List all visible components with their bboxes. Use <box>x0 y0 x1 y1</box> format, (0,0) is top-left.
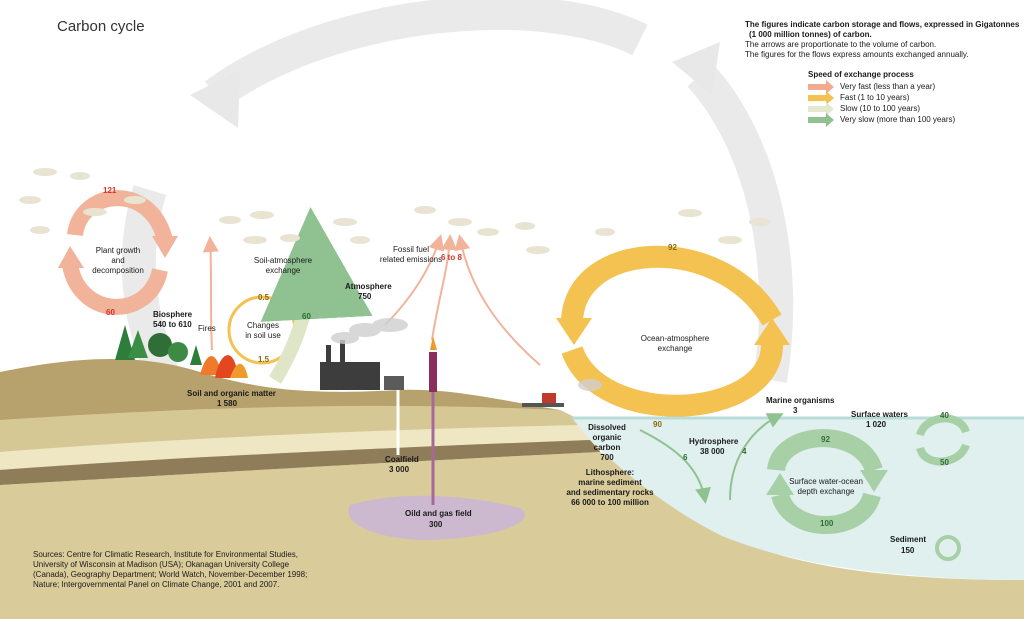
legend-title: Speed of exchange process <box>808 70 914 79</box>
sediment-cycle <box>935 535 961 561</box>
deep-arrow-head-2 <box>766 473 794 495</box>
slow-arrow-head-right <box>672 42 720 95</box>
ocean-atmosphere-cycle <box>560 245 783 417</box>
ocean <box>572 418 1024 580</box>
coalfield-label: Coalfield <box>385 455 419 464</box>
oil-gas-label: Oild and gas field <box>405 509 472 518</box>
page-title: Carbon cycle <box>57 18 145 35</box>
flow-deep-bottom: 100 <box>820 519 834 528</box>
surface-deep-label: Surface water-ocean depth exchange <box>789 477 863 496</box>
marine-value: 3 <box>793 406 798 415</box>
changes-soil-label: Changes in soil use <box>245 321 281 340</box>
biosphere-value: 540 to 610 <box>153 320 192 329</box>
road <box>522 403 564 407</box>
intro-line-3: The arrows are proportionate to the volu… <box>745 40 937 49</box>
soil-organic-value: 1 580 <box>217 399 238 408</box>
legend-item-very-fast: Very fast (less than a year) <box>840 82 936 91</box>
slow-arrow-head-left <box>190 70 240 128</box>
car <box>542 393 556 403</box>
sources-line-4: Nature; Intergovernmental Panel on Clima… <box>33 580 280 589</box>
legend-item-fast: Fast (1 to 10 years) <box>840 93 910 102</box>
intro-line-1: The figures indicate carbon storage and … <box>745 20 1020 29</box>
oil-gas-value: 300 <box>429 520 443 529</box>
flow-hydro-right: 4 <box>742 447 747 456</box>
dark-layer <box>0 440 600 485</box>
plant-growth-label: Plant growth and decomposition <box>92 246 144 275</box>
dissolved-carbon-label: Dissolved organic carbon 700 <box>588 423 626 462</box>
intro-line-2: (1 000 million tonnes) of carbon. <box>749 30 872 39</box>
ocean-arrow-head-1 <box>556 318 592 345</box>
plant-cycle-arrows <box>62 190 173 315</box>
flow-soil-top: 0.5 <box>258 293 270 302</box>
marine-organisms-label: Marine organisms <box>766 396 835 405</box>
biosphere-label: Biosphere <box>153 310 193 319</box>
soil-atmosphere-label: Soil-atmosphere exchange <box>253 256 313 275</box>
flow-soil-bottom: 1.5 <box>258 355 270 364</box>
flow-soil-atmosphere: 60 <box>302 312 311 321</box>
sources-line-2: University of Wisconsin at Madison (USA)… <box>33 560 290 569</box>
plant-arrow-head-2 <box>58 246 84 268</box>
fossil-arrows <box>384 234 541 366</box>
flow-plant-bottom: 60 <box>106 308 115 317</box>
legend-item-very-slow: Very slow (more than 100 years) <box>840 115 956 124</box>
legend-swatches <box>808 80 834 127</box>
oil-rig <box>429 336 437 505</box>
factory <box>320 340 404 390</box>
fossil-fuel-label: Fossil fuel related emissions <box>379 245 443 264</box>
sources-block: Sources: Centre for Climatic Research, I… <box>33 550 307 590</box>
ocean-atmosphere-label: Ocean-atmosphere exchange <box>640 334 710 353</box>
ocean-arrow-head-2 <box>754 318 790 345</box>
deep-exchange-cycle <box>767 429 883 534</box>
sources-line-3: (Canada), Geography Department; World Wa… <box>33 570 308 579</box>
flow-ocean-bottom: 90 <box>653 420 662 429</box>
surface-waters-label: Surface waters <box>851 410 908 419</box>
sediment-label: Sediment <box>890 535 927 544</box>
hydro-arrow-right <box>729 413 784 501</box>
dotted-layer <box>0 425 590 470</box>
hydrosphere-label: Hydrosphere <box>689 437 739 446</box>
atmosphere-label: Atmosphere <box>345 282 392 291</box>
fire <box>200 355 248 378</box>
forest <box>115 325 202 365</box>
clouds <box>19 168 771 254</box>
hydrosphere-value: 38 000 <box>700 447 725 456</box>
oil-gas-reservoir <box>348 495 526 540</box>
deep-arrow-head-1 <box>860 470 888 492</box>
plant-arrow-head-1 <box>152 236 178 258</box>
flow-surface-top: 40 <box>940 411 949 420</box>
fires-arrow <box>202 236 219 351</box>
surface-waters-value: 1 020 <box>866 420 887 429</box>
flow-surface-bottom: 50 <box>940 458 949 467</box>
smoke <box>331 318 602 391</box>
flow-fossil: 6 to 8 <box>441 253 462 262</box>
flow-deep-top: 92 <box>821 435 830 444</box>
flow-ocean-top: 92 <box>668 243 677 252</box>
sediment-value: 150 <box>901 546 915 555</box>
legend-item-slow: Slow (10 to 100 years) <box>840 104 921 113</box>
intro-block: The figures indicate carbon storage and … <box>745 20 1019 60</box>
fires-label: Fires <box>198 324 216 333</box>
surface-cycle <box>916 414 970 466</box>
hydro-arrow-left <box>639 429 711 504</box>
soil-organic-label: Soil and organic matter <box>187 389 276 398</box>
sources-line-1: Sources: Centre for Climatic Research, I… <box>33 550 298 559</box>
lithosphere-label: Lithosphere: marine sediment and sedimen… <box>566 468 654 507</box>
coalfield-value: 3 000 <box>389 465 410 474</box>
atmosphere-value: 750 <box>358 292 372 301</box>
soil-atmosphere-arrow <box>260 207 373 384</box>
ground-bottom <box>0 452 1024 619</box>
flow-hydro-left: 6 <box>683 453 688 462</box>
intro-line-4: The figures for the flows express amount… <box>745 50 969 59</box>
flow-plant-top: 121 <box>103 186 117 195</box>
